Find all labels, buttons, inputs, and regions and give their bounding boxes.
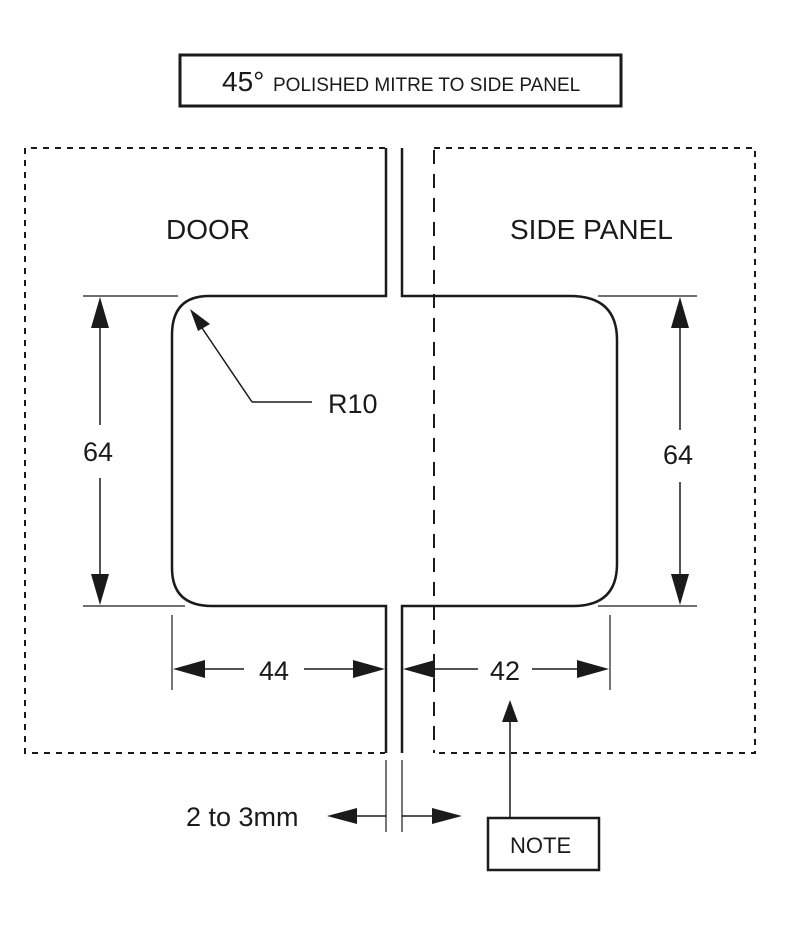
right-height-dimension: 64 <box>598 295 697 607</box>
door-cutout-edge <box>170 148 388 753</box>
title-block: 45° POLISHED MITRE TO SIDE PANEL <box>178 53 623 108</box>
door-label: DOOR <box>166 214 250 245</box>
title-text: POLISHED MITRE TO SIDE PANEL <box>273 75 580 96</box>
door-outline <box>24 147 385 754</box>
right-height-arrow-bottom <box>671 574 689 605</box>
panel-outlines <box>24 147 756 754</box>
side-panel-cutout-edge <box>400 148 619 753</box>
note-arrow <box>502 700 518 722</box>
gap-dimension: 2 to 3mm <box>186 760 462 832</box>
right-width-arrow-left <box>403 660 435 678</box>
left-height-arrow-bottom <box>91 574 109 605</box>
side-panel-label: SIDE PANEL <box>510 214 673 245</box>
right-height-value: 64 <box>663 440 693 470</box>
right-width-dimension: 42 <box>403 615 611 690</box>
note-label: NOTE <box>510 833 571 858</box>
left-height-dimension: 64 <box>83 295 185 607</box>
left-height-arrow-top <box>91 297 109 328</box>
right-height-arrow-top <box>671 297 689 328</box>
note-box <box>486 816 601 872</box>
left-height-value: 64 <box>83 437 113 467</box>
left-width-arrow-right <box>353 660 385 678</box>
radius-callout: R10 <box>190 309 378 419</box>
note-callout: NOTE <box>486 700 601 872</box>
gap-arrow-right <box>432 808 462 824</box>
gap-label: 2 to 3mm <box>186 802 299 832</box>
radius-label: R10 <box>328 389 378 419</box>
title-angle: 45° <box>222 66 264 97</box>
left-width-dimension: 44 <box>171 615 385 690</box>
title-box <box>178 53 623 108</box>
right-width-arrow-right <box>577 660 609 678</box>
side-panel-outline <box>434 147 756 754</box>
glass-edges <box>170 148 619 753</box>
left-width-arrow-left <box>173 660 205 678</box>
radius-arrow <box>190 309 210 331</box>
gap-arrow-left <box>327 808 357 824</box>
left-width-value: 44 <box>259 656 289 686</box>
right-width-value: 42 <box>490 656 520 686</box>
